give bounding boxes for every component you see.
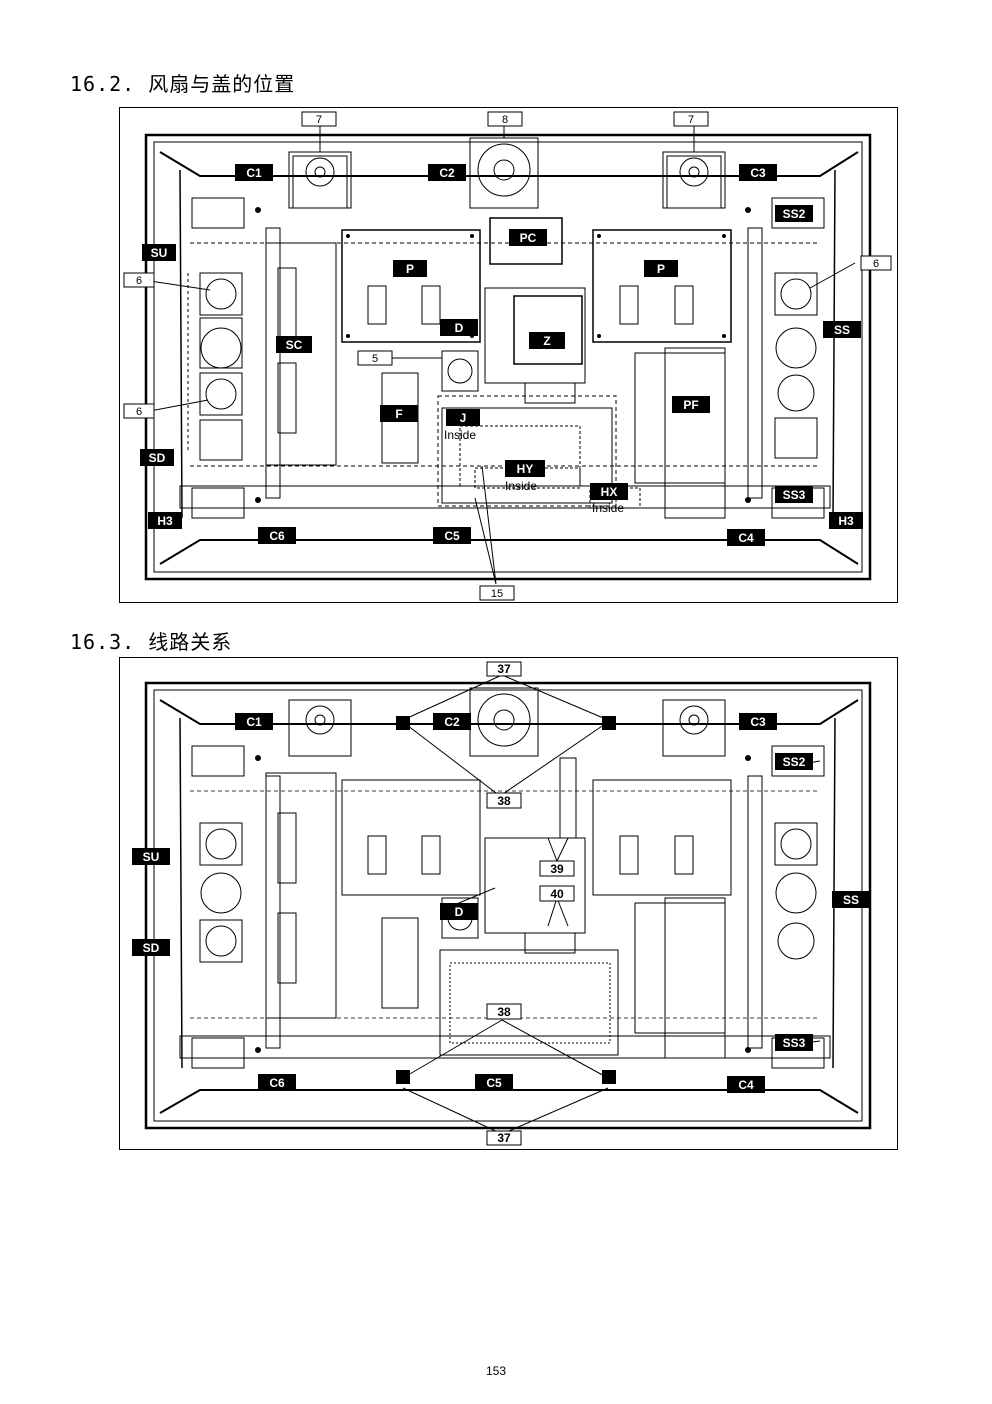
fig2-label-C4: C4 xyxy=(738,1078,754,1092)
fig1-label-HY: HY xyxy=(517,462,534,476)
fig1-label-SS2: SS2 xyxy=(783,207,806,221)
fig2-label-SU: SU xyxy=(143,850,160,864)
fig2-callout-40: 40 xyxy=(550,887,564,901)
fig1-label-SC: SC xyxy=(286,338,303,352)
fig1-callout-6-right: 6 xyxy=(873,258,879,270)
fig1-label-SD: SD xyxy=(149,451,166,465)
fig2-callout-37-bottom: 37 xyxy=(497,1131,511,1145)
fig1-label-D: D xyxy=(455,321,464,335)
fig2-callout-38-top: 38 xyxy=(497,794,511,808)
fig1-callout-7-right: 7 xyxy=(688,114,694,126)
fig1-label-SS3: SS3 xyxy=(783,488,806,502)
fig1-label-C1: C1 xyxy=(246,166,262,180)
fig1-inside-label-J: Inside xyxy=(444,428,476,442)
fig1-callout-15: 15 xyxy=(491,588,503,600)
fig2-label-SS2: SS2 xyxy=(783,755,806,769)
fig1-callout-6-bottom-left: 6 xyxy=(136,406,142,418)
section-title-16-3: 16.3. 线路关系 xyxy=(70,630,233,654)
fig1-label-C5: C5 xyxy=(444,529,460,543)
fig1-label-C4: C4 xyxy=(738,531,754,545)
fig2-callout-37-top: 37 xyxy=(497,662,511,676)
fig1-label-P-left: P xyxy=(406,262,414,276)
fig2-label-SS: SS xyxy=(843,893,859,907)
fig1-inside-label-HY: Inside xyxy=(505,479,537,493)
fig2-svg: C1 C2 C3 SS2 SU SD D SS SS3 C6 C5 C4 37 … xyxy=(132,661,872,1146)
fig1-label-PF: PF xyxy=(683,398,698,412)
figure-wiring-relationship: C1 C2 C3 SS2 SU SD D SS SS3 C6 C5 C4 37 … xyxy=(119,657,898,1150)
fig1-label-J: J xyxy=(460,411,467,425)
fig1-label-HX: HX xyxy=(601,485,618,499)
fig1-label-P-right: P xyxy=(657,262,665,276)
fig1-svg: C1 C2 C3 SS2 SU PC P P D Z SS SC F J PF … xyxy=(123,111,892,601)
fig2-label-C2: C2 xyxy=(444,715,460,729)
fig2-label-D: D xyxy=(455,905,464,919)
fig1-label-F: F xyxy=(395,407,402,421)
fig1-label-H3-right: H3 xyxy=(838,514,854,528)
fig1-label-Z: Z xyxy=(543,334,550,348)
figure-fan-cover-positions: C1 C2 C3 SS2 SU PC P P D Z SS SC F J PF … xyxy=(119,107,898,603)
fig2-label-C6: C6 xyxy=(269,1076,285,1090)
fig1-callout-5: 5 xyxy=(372,353,378,365)
fig2-callout-39: 39 xyxy=(550,862,564,876)
page-number: 153 xyxy=(485,1364,507,1378)
fig2-label-C3: C3 xyxy=(750,715,766,729)
fig1-inside-label-HX: Inside xyxy=(592,501,624,515)
fig1-label-SU: SU xyxy=(151,246,168,260)
fig1-label-C3: C3 xyxy=(750,166,766,180)
fig2-callout-38-bottom: 38 xyxy=(497,1005,511,1019)
fig1-label-PC: PC xyxy=(520,231,537,245)
fig1-label-SS: SS xyxy=(834,323,850,337)
fig2-label-C5: C5 xyxy=(486,1076,502,1090)
fig1-callout-7-left: 7 xyxy=(316,114,322,126)
fig2-label-SS3: SS3 xyxy=(783,1036,806,1050)
fig2-label-SD: SD xyxy=(143,941,160,955)
section-title-16-2: 16.2. 风扇与盖的位置 xyxy=(70,72,296,96)
fig1-label-H3-left: H3 xyxy=(157,514,173,528)
fig1-label-C6: C6 xyxy=(269,529,285,543)
fig2-label-C1: C1 xyxy=(246,715,262,729)
fig1-callout-6-top-left: 6 xyxy=(136,275,142,287)
fig1-label-C2: C2 xyxy=(439,166,455,180)
fig1-callout-8: 8 xyxy=(502,114,508,126)
